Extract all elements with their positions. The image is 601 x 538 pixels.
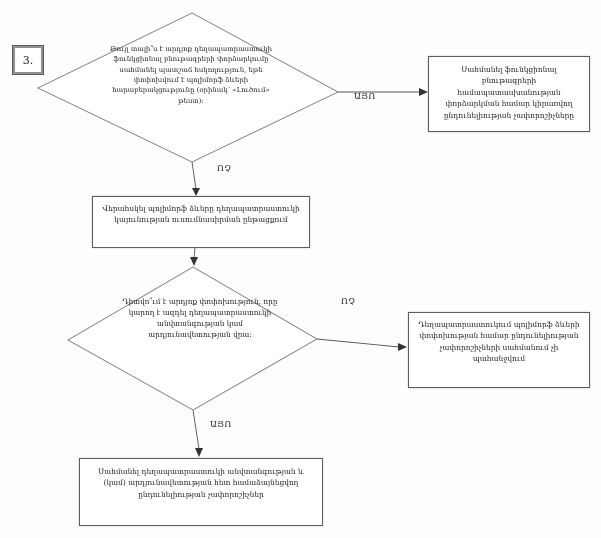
box-no-criteria-required: Դեղապատրաստուկում պոլիմորֆ ձևերի փոփոխու… — [408, 312, 590, 388]
box-monitor-polymorph-stability-text: Վերահսկել պոլիմորֆ ձևերը դեղապատրաստուկի… — [102, 204, 300, 225]
connector-decision1-no — [191, 161, 197, 190]
decision-1-diamond — [36, 12, 339, 163]
arrowhead-decision2-no — [398, 343, 407, 351]
box-set-functional-criteria: Սահմանել ֆունկցիոնալ բնութագրերի համապատ… — [428, 56, 590, 132]
arrowhead-decision1-no — [192, 188, 200, 196]
box-set-safety-efficacy-criteria-text: Սահմանել դեղապատրաստուկի անվտանգության և… — [98, 467, 304, 499]
label-decision2-yes: ԱՅՈ — [210, 420, 232, 430]
step-number-box: 3. — [12, 45, 44, 75]
step-number-label: 3. — [22, 53, 34, 67]
connector-monitor-decision2 — [193, 247, 196, 259]
box-set-safety-efficacy-criteria: Սահմանել դեղապատրաստուկի անվտանգության և… — [79, 458, 323, 526]
box-set-functional-criteria-text: Սահմանել ֆունկցիոնալ բնութագրերի համապատ… — [443, 65, 575, 120]
label-decision1-no: ՈՉ — [217, 164, 232, 174]
connector-decision2-yes — [192, 409, 200, 450]
box-no-criteria-required-text: Դեղապատրաստուկում պոլիմորֆ ձևերի փոփոխու… — [418, 320, 580, 364]
label-decision2-no: ՈՉ — [341, 297, 356, 307]
box-monitor-polymorph-stability: Վերահսկել պոլիմորֆ ձևերը դեղապատրաստուկի… — [92, 196, 310, 248]
arrowhead-decision1-yes — [419, 88, 428, 96]
arrowhead-decision2-yes — [195, 448, 203, 457]
decision-2-diamond — [67, 266, 318, 411]
label-decision1-yes: ԱՅՈ — [354, 92, 376, 102]
arrowhead-monitor-decision2 — [190, 257, 198, 266]
connector-decision2-no — [316, 338, 400, 348]
